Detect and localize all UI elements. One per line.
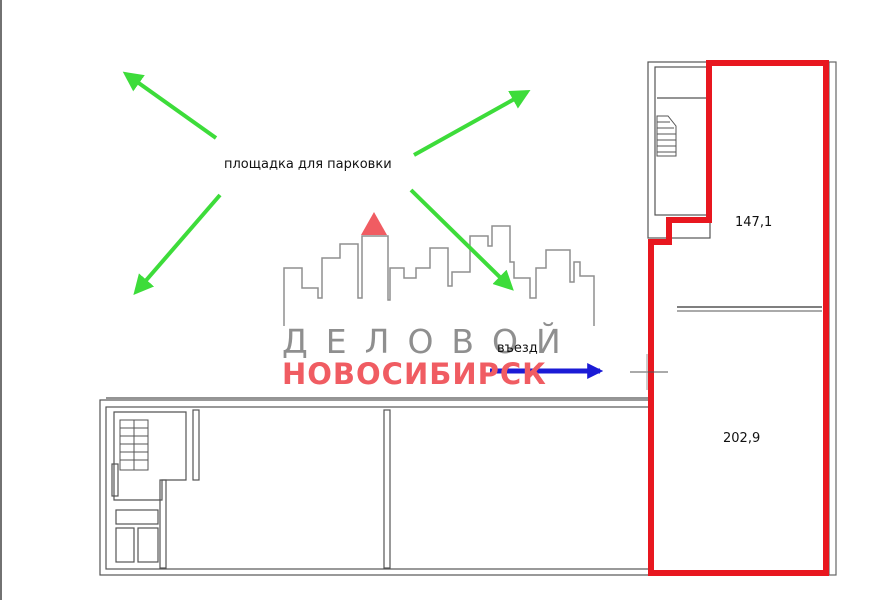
logo-roof-icon bbox=[361, 212, 387, 235]
highlighted-premises-outline bbox=[648, 60, 829, 576]
watermark-line2: НОВОСИБИРСК bbox=[282, 357, 547, 391]
lower-building bbox=[99, 397, 653, 576]
area-label-lower: 202,9 bbox=[723, 431, 761, 446]
arrow-icon bbox=[133, 193, 222, 296]
parking-label: площадка для парковки bbox=[224, 157, 392, 172]
city-skyline-logo bbox=[283, 225, 595, 326]
arrow-icon bbox=[413, 90, 531, 157]
outer-wall-right bbox=[828, 61, 837, 576]
area-label-upper: 147,1 bbox=[735, 215, 773, 230]
watermark-line1: ДЕЛОВОЙ bbox=[282, 322, 579, 361]
stair-icon bbox=[656, 115, 677, 157]
stair-icon bbox=[119, 419, 149, 471]
arrow-icon bbox=[409, 188, 514, 291]
entrance-label: въезд bbox=[497, 341, 538, 356]
upper-service-room bbox=[647, 61, 711, 239]
arrow-icon bbox=[122, 71, 218, 140]
